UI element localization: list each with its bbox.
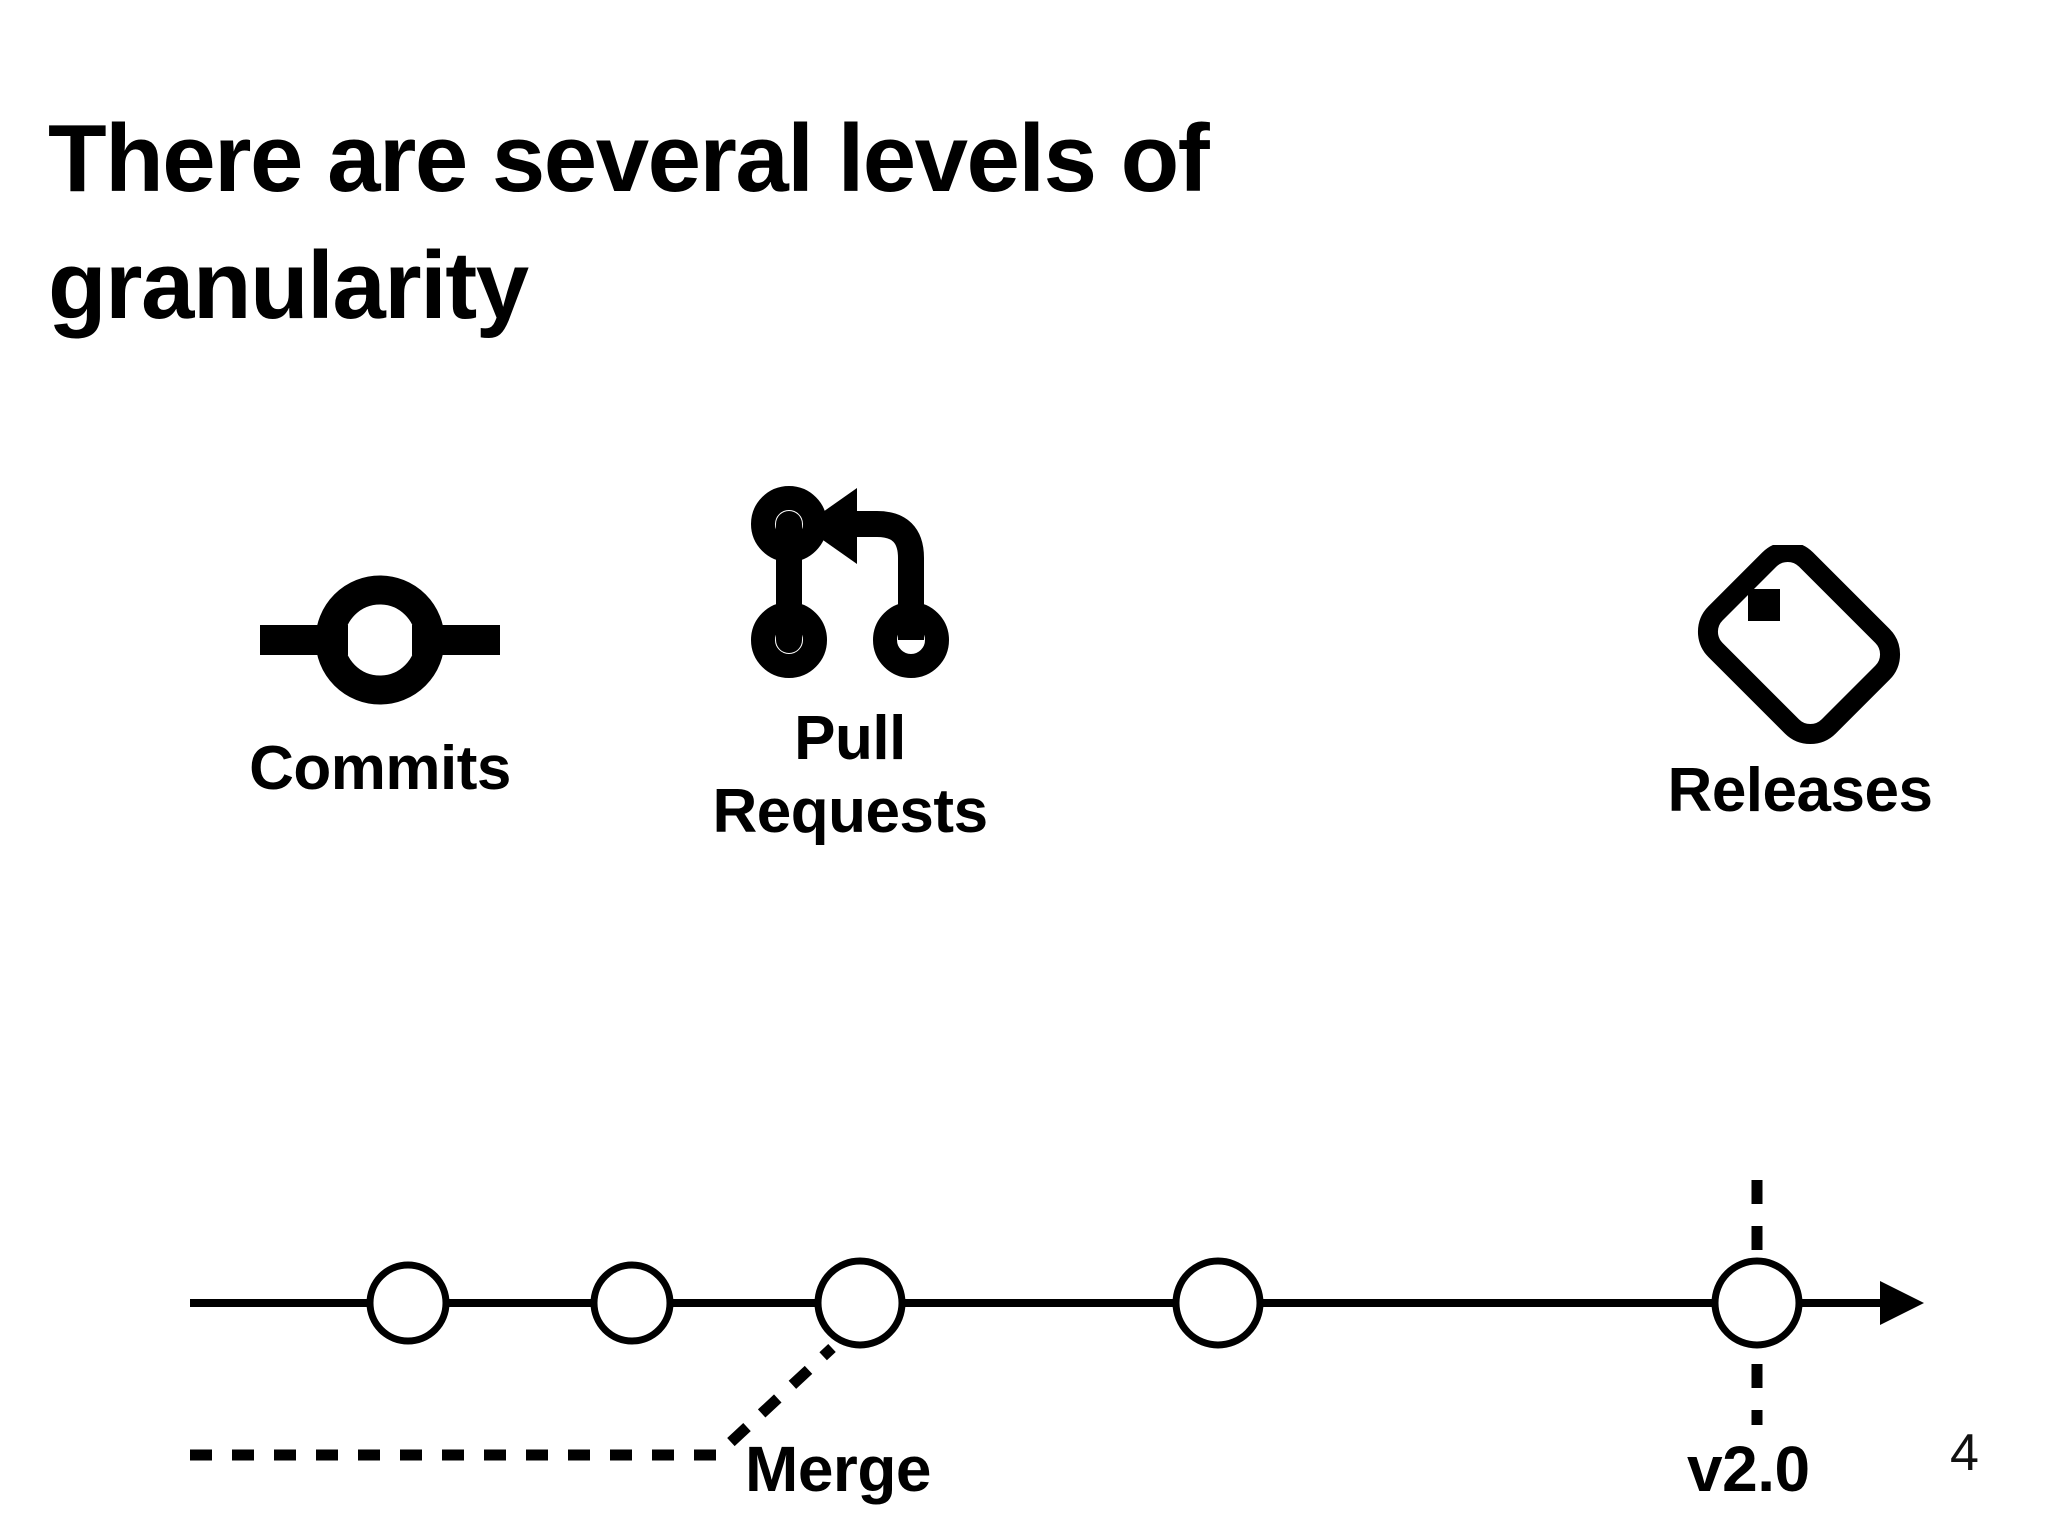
merge-branch-dashed-line — [190, 1343, 836, 1461]
commit-timeline-diagram — [190, 1180, 1924, 1461]
granularity-item-pull-requests[interactable]: Pull Requests — [640, 480, 1060, 848]
git-pull-request-icon — [745, 480, 955, 685]
granularity-item-commits[interactable]: Commits — [150, 575, 610, 806]
commit-node[interactable] — [590, 1261, 674, 1345]
timeline-label-merge: Merge — [745, 1433, 932, 1505]
commit-node-merge[interactable] — [814, 1257, 906, 1349]
granularity-item-releases[interactable]: Releases — [1590, 541, 2010, 828]
granularity-label-pull-requests: Pull Requests — [712, 704, 988, 846]
commit-node[interactable] — [1172, 1257, 1264, 1349]
timeline-arrowhead-icon — [1880, 1281, 1924, 1325]
granularity-label-releases: Releases — [1667, 756, 1933, 825]
page-title: There are several levels of granularity — [48, 105, 1210, 339]
commit-node[interactable] — [366, 1261, 450, 1345]
git-commit-icon — [260, 575, 500, 705]
slide-number: 4 — [1950, 1424, 1979, 1482]
tag-icon — [1695, 541, 1905, 745]
granularity-label-commits: Commits — [249, 734, 511, 803]
commit-node-tagged[interactable] — [1711, 1257, 1803, 1349]
timeline-label-v2-0: v2.0 — [1687, 1433, 1810, 1505]
